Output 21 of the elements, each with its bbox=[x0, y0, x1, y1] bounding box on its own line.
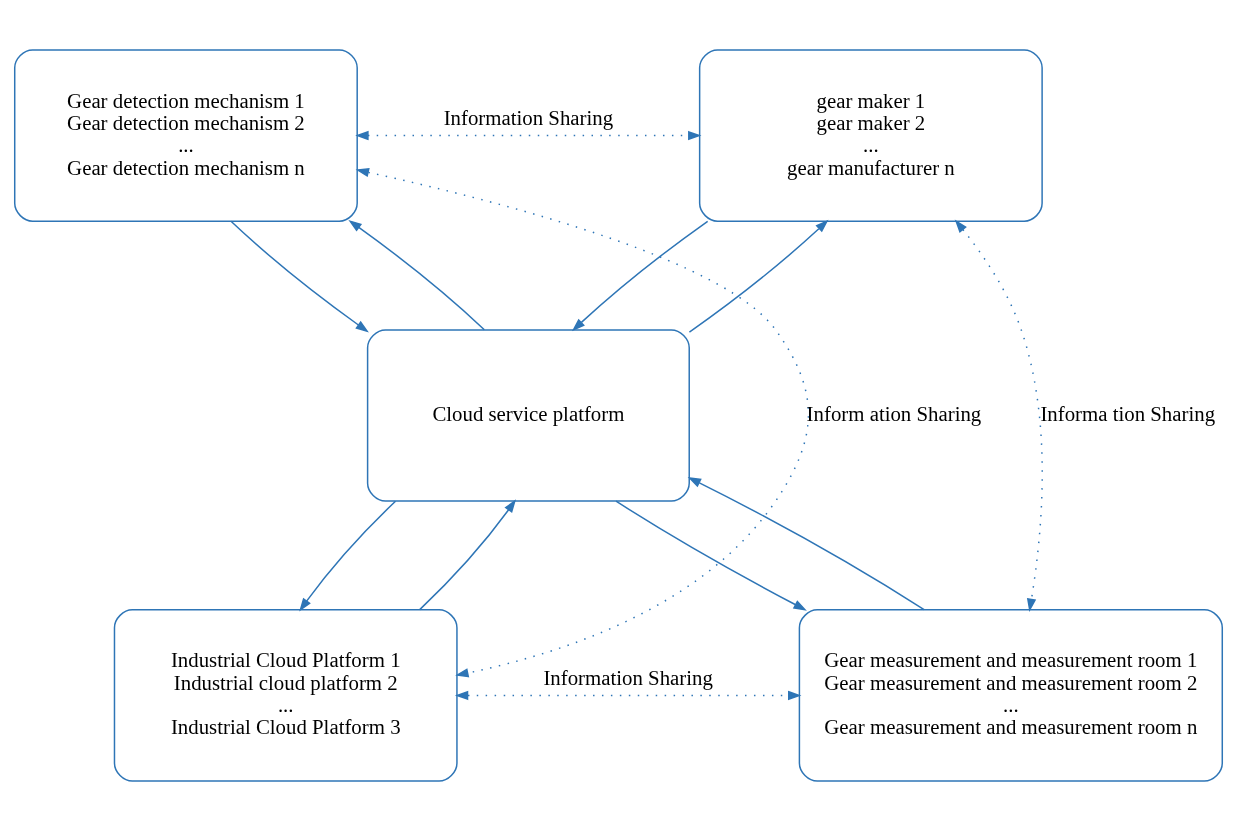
arrow bbox=[355, 167, 810, 677]
arrow bbox=[299, 499, 397, 611]
edge-label: Inform ation Sharing bbox=[806, 401, 982, 426]
edge-label: Informa tion Sharing bbox=[1040, 401, 1216, 426]
arrow bbox=[348, 219, 486, 330]
node-box: Gear measurement and measurement room 1 Gear measurement and measurement room 2 ... Gear measurement and measurement room n bbox=[798, 608, 1224, 782]
arrow bbox=[615, 499, 807, 611]
node-box: Industrial Cloud Platform 1 Industrial cloud platform 2 ... Industrial Cloud Platform 3 bbox=[113, 608, 458, 782]
arrow bbox=[954, 219, 1043, 612]
arrow bbox=[571, 220, 709, 331]
arrow bbox=[687, 476, 925, 610]
arrow bbox=[688, 219, 829, 333]
node-box: Gear detection mechanism 1 Gear detection mechanism 2 ... Gear detection mechanism n bbox=[13, 48, 358, 222]
arrow bbox=[230, 220, 369, 332]
node-box: gear maker 1 gear maker 2 ... gear manufacturer n bbox=[698, 48, 1043, 222]
arrow bbox=[454, 690, 802, 700]
edge-label: Information Sharing bbox=[443, 105, 614, 130]
arrow bbox=[355, 130, 702, 140]
arrow bbox=[419, 498, 517, 610]
edge-label: Information Sharing bbox=[543, 665, 713, 690]
node-box: Cloud service platform bbox=[366, 328, 690, 502]
